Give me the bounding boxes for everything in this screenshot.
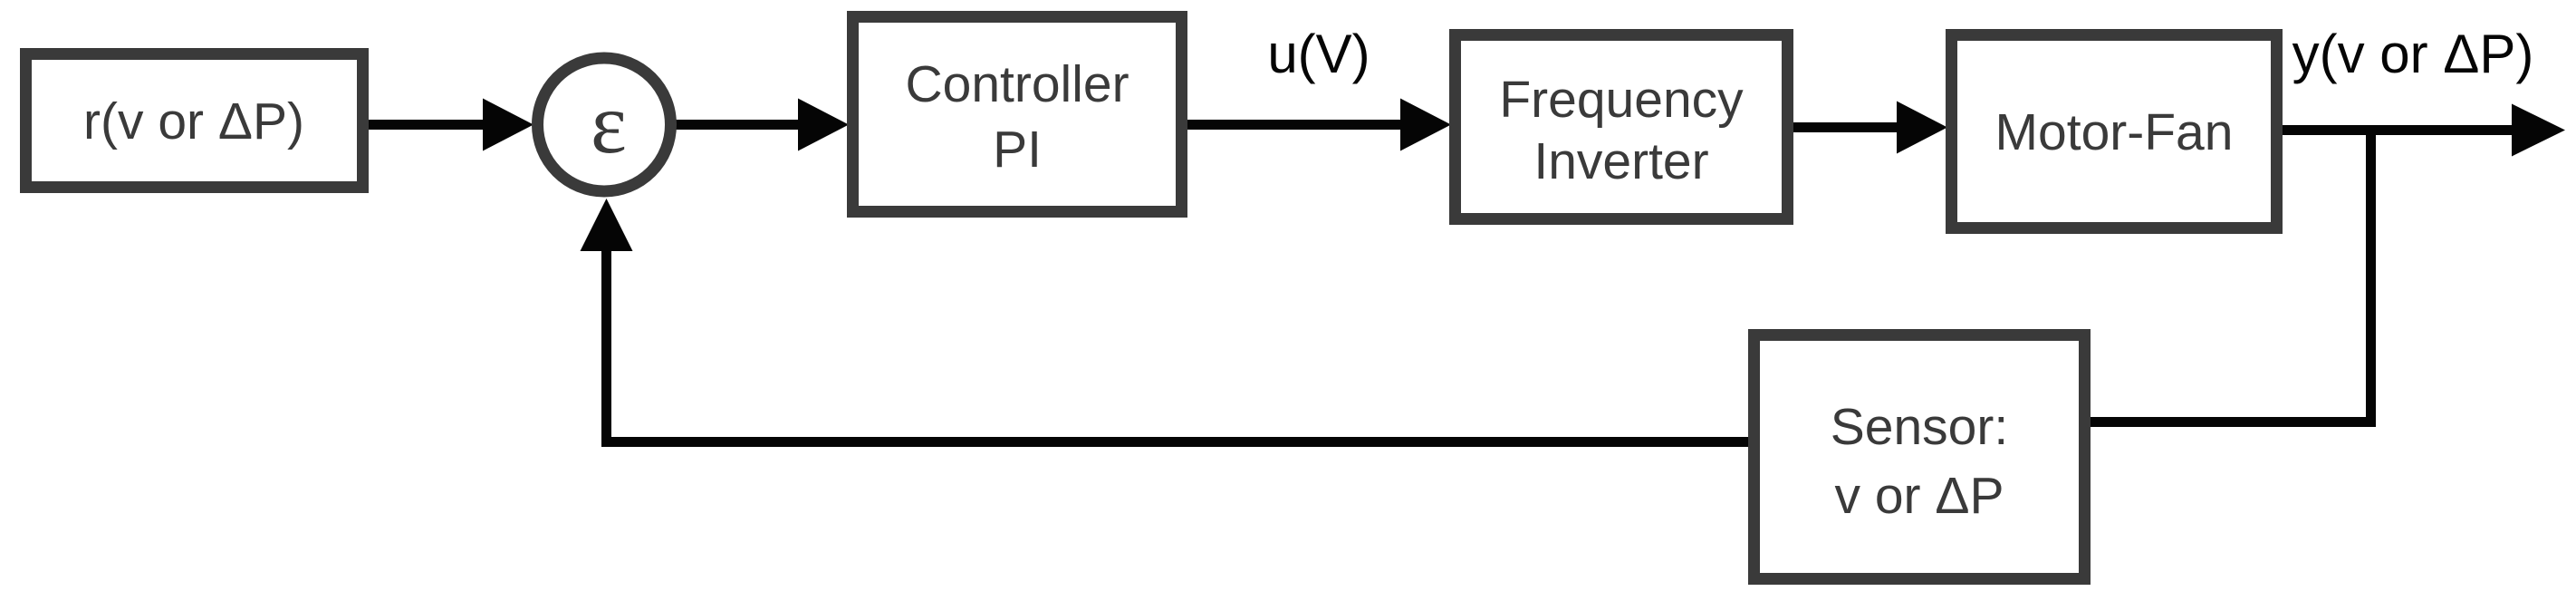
control-signal-label: u(V)	[1267, 24, 1370, 84]
line-feedback-branch-vertical	[2366, 125, 2376, 427]
line-inverter-to-motorfan	[1793, 122, 1898, 132]
controller-box	[847, 11, 1187, 218]
line-motorfan-to-output	[2283, 125, 2514, 135]
arrowhead-into-inverter	[1400, 98, 1451, 151]
block-sensor: Sensor: v or ΔP	[1748, 329, 2091, 585]
reference-label: r(v or ΔP)	[83, 92, 304, 150]
controller-label-line2: PI	[993, 121, 1042, 179]
frequency-inverter-label-line2: Inverter	[1533, 132, 1708, 190]
frequency-inverter-box	[1449, 29, 1793, 225]
block-frequency-inverter: Frequency Inverter	[1449, 29, 1793, 225]
arrowhead-into-junction-bottom	[580, 199, 633, 251]
line-feedback-from-sensor	[601, 437, 1750, 447]
output-signal-label: y(v or ΔP)	[2292, 24, 2534, 84]
frequency-inverter-label-line1: Frequency	[1499, 71, 1744, 129]
sensor-label-line1: Sensor:	[1831, 398, 2008, 456]
line-feedback-vertical-up	[601, 247, 611, 447]
arrowhead-into-controller	[798, 98, 849, 151]
block-motor-fan: Motor-Fan	[1946, 29, 2283, 234]
sensor-box	[1748, 329, 2091, 585]
block-reference: r(v or ΔP)	[20, 48, 369, 193]
arrowhead-output	[2512, 103, 2565, 157]
line-junction-to-controller	[675, 120, 800, 130]
block-controller: Controller PI	[847, 11, 1187, 218]
reference-box	[20, 48, 369, 193]
motor-fan-box	[1946, 29, 2283, 234]
controller-label-line1: Controller	[905, 55, 1129, 113]
line-reference-to-junction	[369, 120, 485, 130]
summing-junction-label: ε	[591, 75, 627, 171]
motor-fan-label: Motor-Fan	[1995, 103, 2234, 161]
block-summing-junction: ε	[532, 52, 677, 198]
line-controller-to-inverter	[1187, 120, 1402, 130]
line-feedback-to-sensor	[2089, 417, 2376, 427]
arrowhead-into-junction	[483, 98, 533, 151]
summing-junction-circle	[532, 52, 677, 198]
arrowhead-into-motorfan	[1897, 101, 1947, 154]
sensor-label-line2: v or ΔP	[1835, 467, 2004, 525]
